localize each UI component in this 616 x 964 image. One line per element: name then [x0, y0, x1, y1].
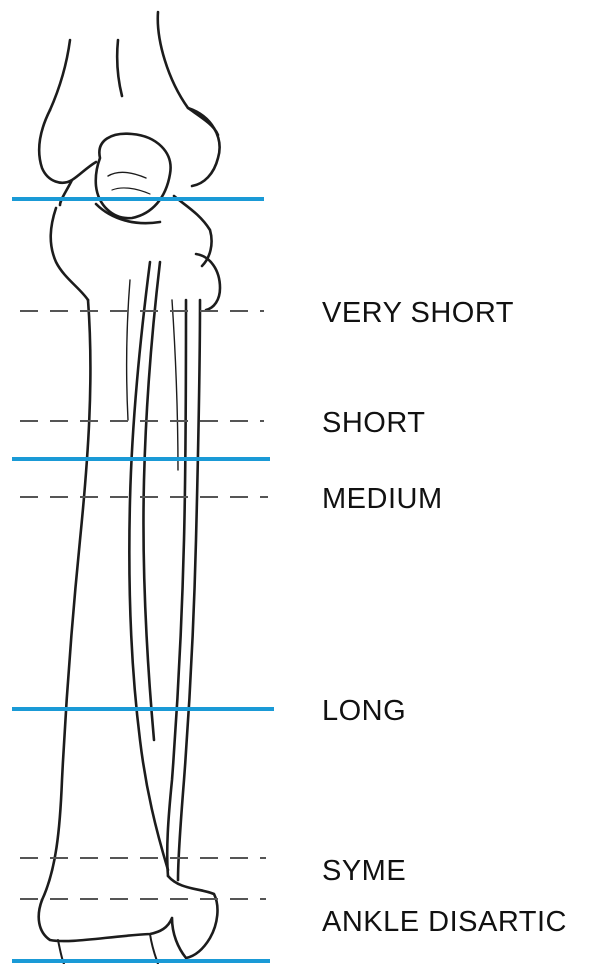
tibial-plateau	[51, 196, 212, 300]
tibia-shaft	[42, 262, 168, 900]
patella	[96, 134, 171, 218]
femur-outline	[50, 12, 218, 135]
fibula-shaft	[167, 300, 200, 880]
femur-condyles	[39, 108, 219, 205]
label-very-short: VERY SHORT	[322, 297, 514, 329]
label-long: LONG	[322, 695, 406, 727]
label-medium: MEDIUM	[322, 483, 443, 515]
leg-bones-illustration	[39, 12, 220, 964]
label-syme: SYME	[322, 855, 406, 887]
distal-tibia	[39, 876, 218, 958]
label-short: SHORT	[322, 407, 425, 439]
label-ankle-disartic: ANKLE DISARTIC	[322, 906, 567, 938]
level-labels: VERY SHORT SHORT MEDIUM LONG SYME ANKLE …	[322, 297, 567, 938]
